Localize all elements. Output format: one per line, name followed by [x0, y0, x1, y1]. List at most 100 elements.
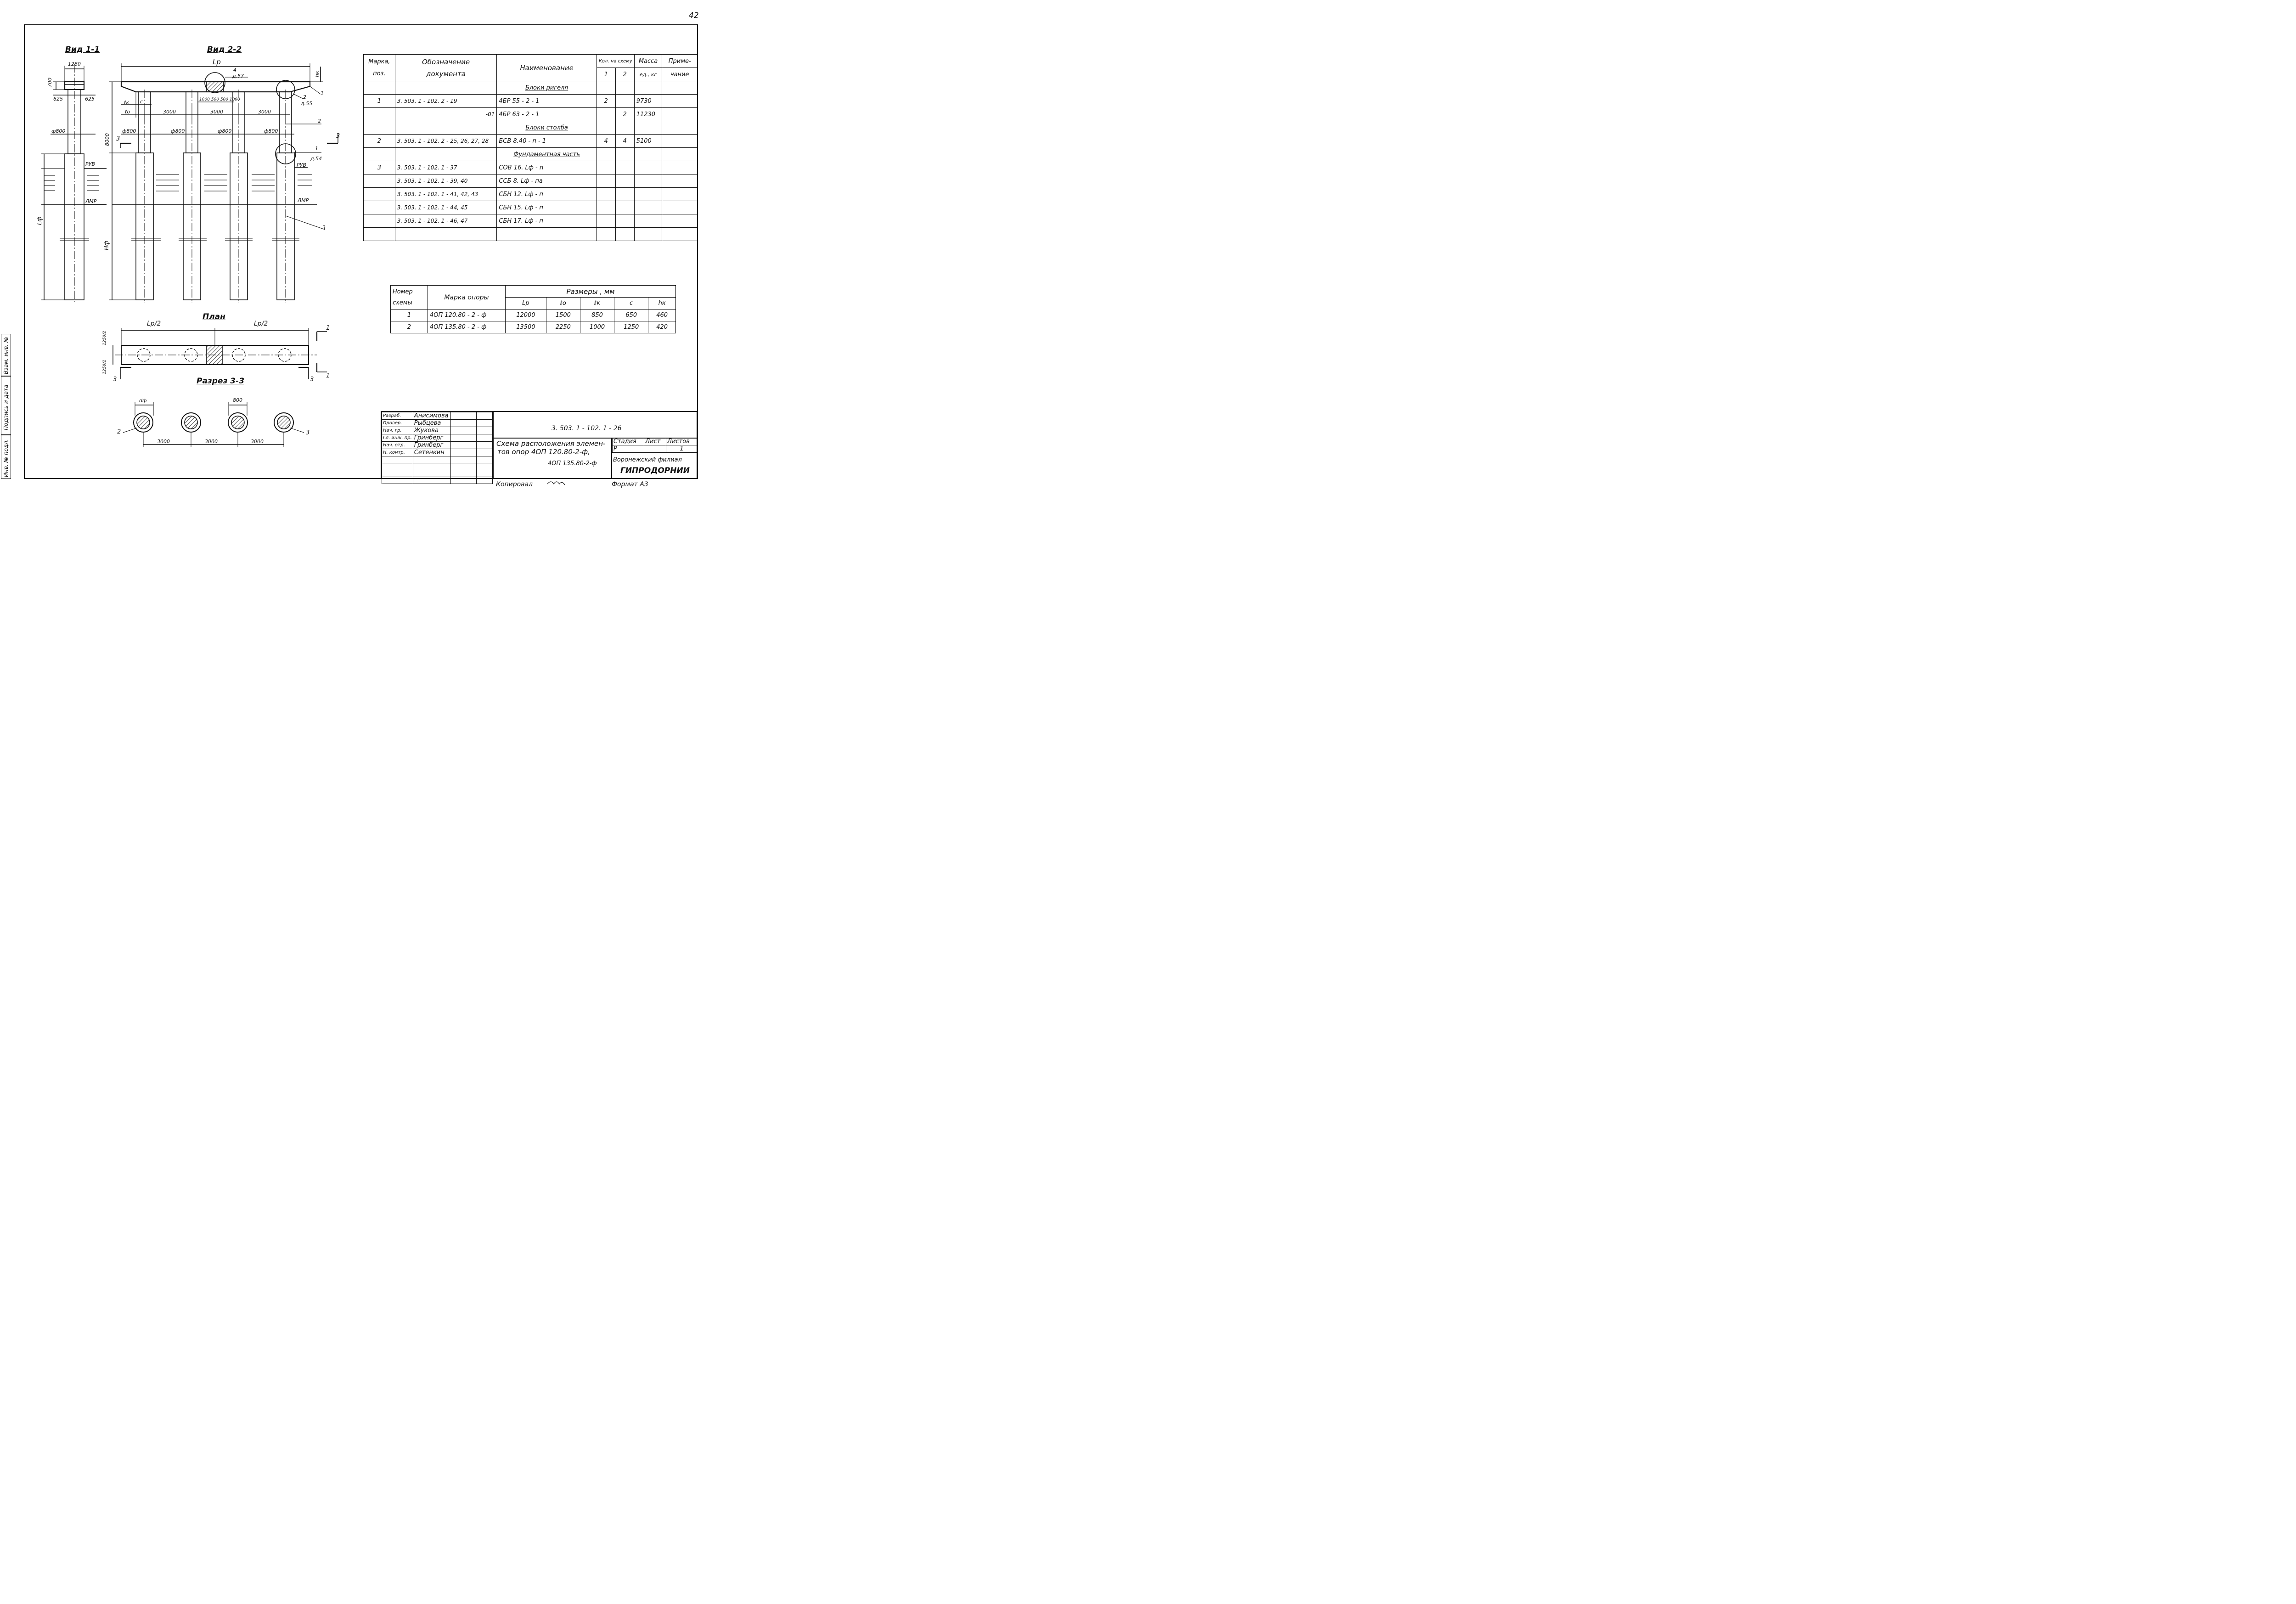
- stamp-empty-cell: [476, 449, 493, 456]
- stamp-empty-cell: [450, 419, 477, 427]
- dim-col-c: с: [614, 297, 649, 310]
- spec-cell-q1: [596, 187, 616, 201]
- stamp-empty-cell: [476, 434, 493, 442]
- spec-cell-name: Блоки ригеля: [496, 81, 597, 95]
- spec-cell-doc: 3. 503. 1 - 102. 1 - 39, 40: [394, 174, 497, 188]
- spec-section-heading: Фундаментная часть: [513, 151, 580, 158]
- section-callout-3: 3: [306, 429, 310, 436]
- dim-header-row-2: Lр ℓо ℓк с hк: [391, 297, 676, 310]
- stamp-empty-cell: [476, 463, 493, 470]
- stamp-row: Гл. инж. пр.Гринберг: [382, 434, 493, 442]
- plan-mark-1-top: 1: [326, 325, 330, 332]
- dim-700: 700: [47, 78, 53, 87]
- spec-col-q2: 2: [615, 68, 635, 81]
- stamp-empty-cell: [476, 419, 493, 427]
- water-level-label: РУВ: [85, 161, 95, 167]
- callout-1-top: 1: [321, 90, 324, 96]
- spec-cell-q2: [615, 174, 635, 188]
- spec-cell-mark: [363, 201, 395, 214]
- dim-8000: 8000: [104, 133, 110, 146]
- dim-3000-b: 3000: [210, 109, 223, 115]
- spec-col-mass-b: ед., кг: [634, 68, 663, 81]
- spec-cell-q1: [596, 214, 616, 228]
- stamp-row: Разраб.Анисимова: [382, 412, 493, 420]
- spec-header-row-2: 1 2 ед., кг чание: [364, 68, 698, 81]
- spec-cell-name: ССБ 8. Lф - па: [496, 174, 597, 188]
- spec-col-doc-a: Обозначение: [422, 57, 470, 66]
- dim-lp2-left: Lр/2: [147, 320, 161, 327]
- stamp-name: Сетенкин: [412, 449, 451, 456]
- stamp-name: Анисимова: [412, 412, 451, 420]
- stamp-empty-cell: [476, 427, 493, 434]
- stamp-empty-cell: [476, 441, 493, 449]
- spec-cell-q1: [596, 147, 616, 161]
- spec-cell-q1: [596, 161, 616, 174]
- stamp-row: [382, 463, 493, 470]
- stamp-empty-cell: [476, 456, 493, 463]
- stamp-role: Нач. отд.: [382, 441, 413, 449]
- stamp-role: Разраб.: [382, 412, 413, 420]
- view-2-2-drawing: [109, 63, 338, 303]
- spec-section-heading: Блоки столба: [525, 124, 568, 131]
- dim-1250-top: 1250/2: [102, 331, 107, 345]
- spec-cell-q1: [596, 227, 616, 241]
- sec-dim-3000-c: 3000: [251, 439, 264, 445]
- stamp-code: 3. 503. 1 - 102. 1 - 26: [551, 425, 622, 432]
- side-cell-inv: [1, 435, 11, 479]
- stamp-org-1: Воронежский филиал: [613, 456, 682, 463]
- dim-800: 800: [233, 397, 242, 403]
- dim-lk: ℓк: [124, 100, 129, 106]
- dim-hf: Hф: [103, 241, 110, 250]
- spec-cell-note: [662, 147, 698, 161]
- dim-lp2-right: Lр/2: [254, 320, 268, 327]
- dim-rigel-small: 1000 500 500 1000: [199, 97, 240, 102]
- stamp-empty-cell: [450, 441, 477, 449]
- stamp-empty-cell: [382, 463, 413, 470]
- spec-cell-mark: 1: [363, 94, 395, 108]
- dim-cell-c: 650: [614, 309, 649, 321]
- spec-cell-note: [662, 134, 698, 148]
- stamp-row: Нач. гр.Жукова: [382, 427, 493, 434]
- phi-col-4: ф800: [264, 128, 278, 134]
- spec-cell-doc: 3. 503. 1 - 102. 1 - 41, 42, 43: [394, 187, 497, 201]
- stamp-row: Нач. отд.Гринберг: [382, 441, 493, 449]
- spec-cell-doc: [394, 121, 497, 135]
- stamp-stage-table: Стадия Лист Листов Р 1: [612, 438, 698, 453]
- stamp-divider-h: [494, 438, 698, 439]
- spec-cell-mass: [634, 121, 663, 135]
- plan-mark-3-right: 3: [310, 376, 314, 383]
- spec-cell-mark: [363, 174, 395, 188]
- spec-cell-note: [662, 174, 698, 188]
- dim-cell-hk: 460: [648, 309, 676, 321]
- stamp-name: Рыбцева: [412, 419, 451, 427]
- spec-cell-note: [662, 94, 698, 108]
- dim-cell-n: 1: [390, 309, 428, 321]
- spec-cell-mark: 3: [363, 161, 395, 174]
- stamp-org-2: ГИПРОДОРНИИ: [620, 466, 690, 475]
- dim-cell-lp: 13500: [505, 321, 546, 333]
- spec-cell-note: [662, 121, 698, 135]
- dim-lf: Lф: [36, 216, 43, 225]
- spec-cell-doc: [394, 81, 497, 95]
- stamp-sheet: [644, 445, 667, 453]
- spec-cell-q1: [596, 121, 616, 135]
- spec-cell-note: [662, 227, 698, 241]
- dim-cell-lo: 1500: [546, 309, 580, 321]
- view-2-2-title: Вид 2-2: [207, 45, 242, 54]
- spec-cell-q1: 4: [596, 134, 616, 148]
- column-diameter-label: ф800: [51, 128, 66, 134]
- stamp-row: Провер.Рыбцева: [382, 419, 493, 427]
- spec-col-mass-a: Масса: [634, 54, 663, 68]
- stamp-empty-cell: [476, 412, 493, 420]
- spec-cell-q2: [615, 201, 635, 214]
- dim-col-hk: hк: [648, 297, 676, 310]
- dim-1260: 1260: [68, 61, 81, 67]
- spec-cell-q2: 2: [615, 107, 635, 121]
- section-mark-3-left: 3: [116, 135, 120, 142]
